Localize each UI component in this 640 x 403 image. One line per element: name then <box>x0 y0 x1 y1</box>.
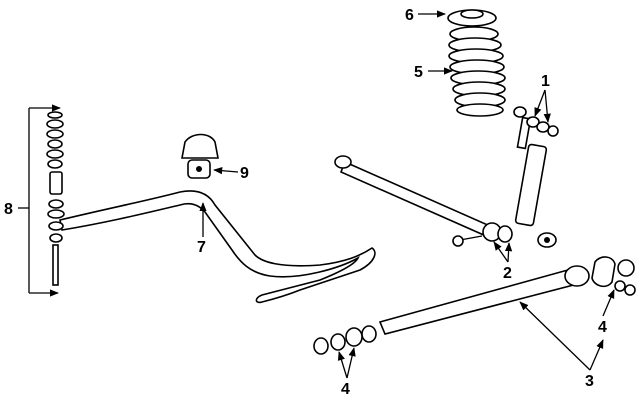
callout-3: 3 <box>585 373 594 390</box>
control-arm <box>313 256 636 355</box>
stabilizer-bar <box>59 190 376 304</box>
callout-9: 9 <box>240 165 249 182</box>
callout-1: 1 <box>541 73 550 90</box>
stabilizer-bushing <box>181 133 219 179</box>
shock-absorber <box>513 106 559 248</box>
spring-insulator <box>447 9 497 27</box>
callout-4-right: 4 <box>598 319 607 336</box>
callout-5: 5 <box>414 64 423 81</box>
leader-lines <box>18 10 615 379</box>
callout-2: 2 <box>503 265 512 282</box>
callout-6: 6 <box>405 7 414 24</box>
callout-8: 8 <box>4 201 13 218</box>
callout-4-left: 4 <box>341 381 350 398</box>
coil-spring <box>448 26 506 117</box>
callout-7: 7 <box>197 239 206 256</box>
stabilizer-link-stack <box>46 111 65 286</box>
lateral-link <box>334 155 513 247</box>
